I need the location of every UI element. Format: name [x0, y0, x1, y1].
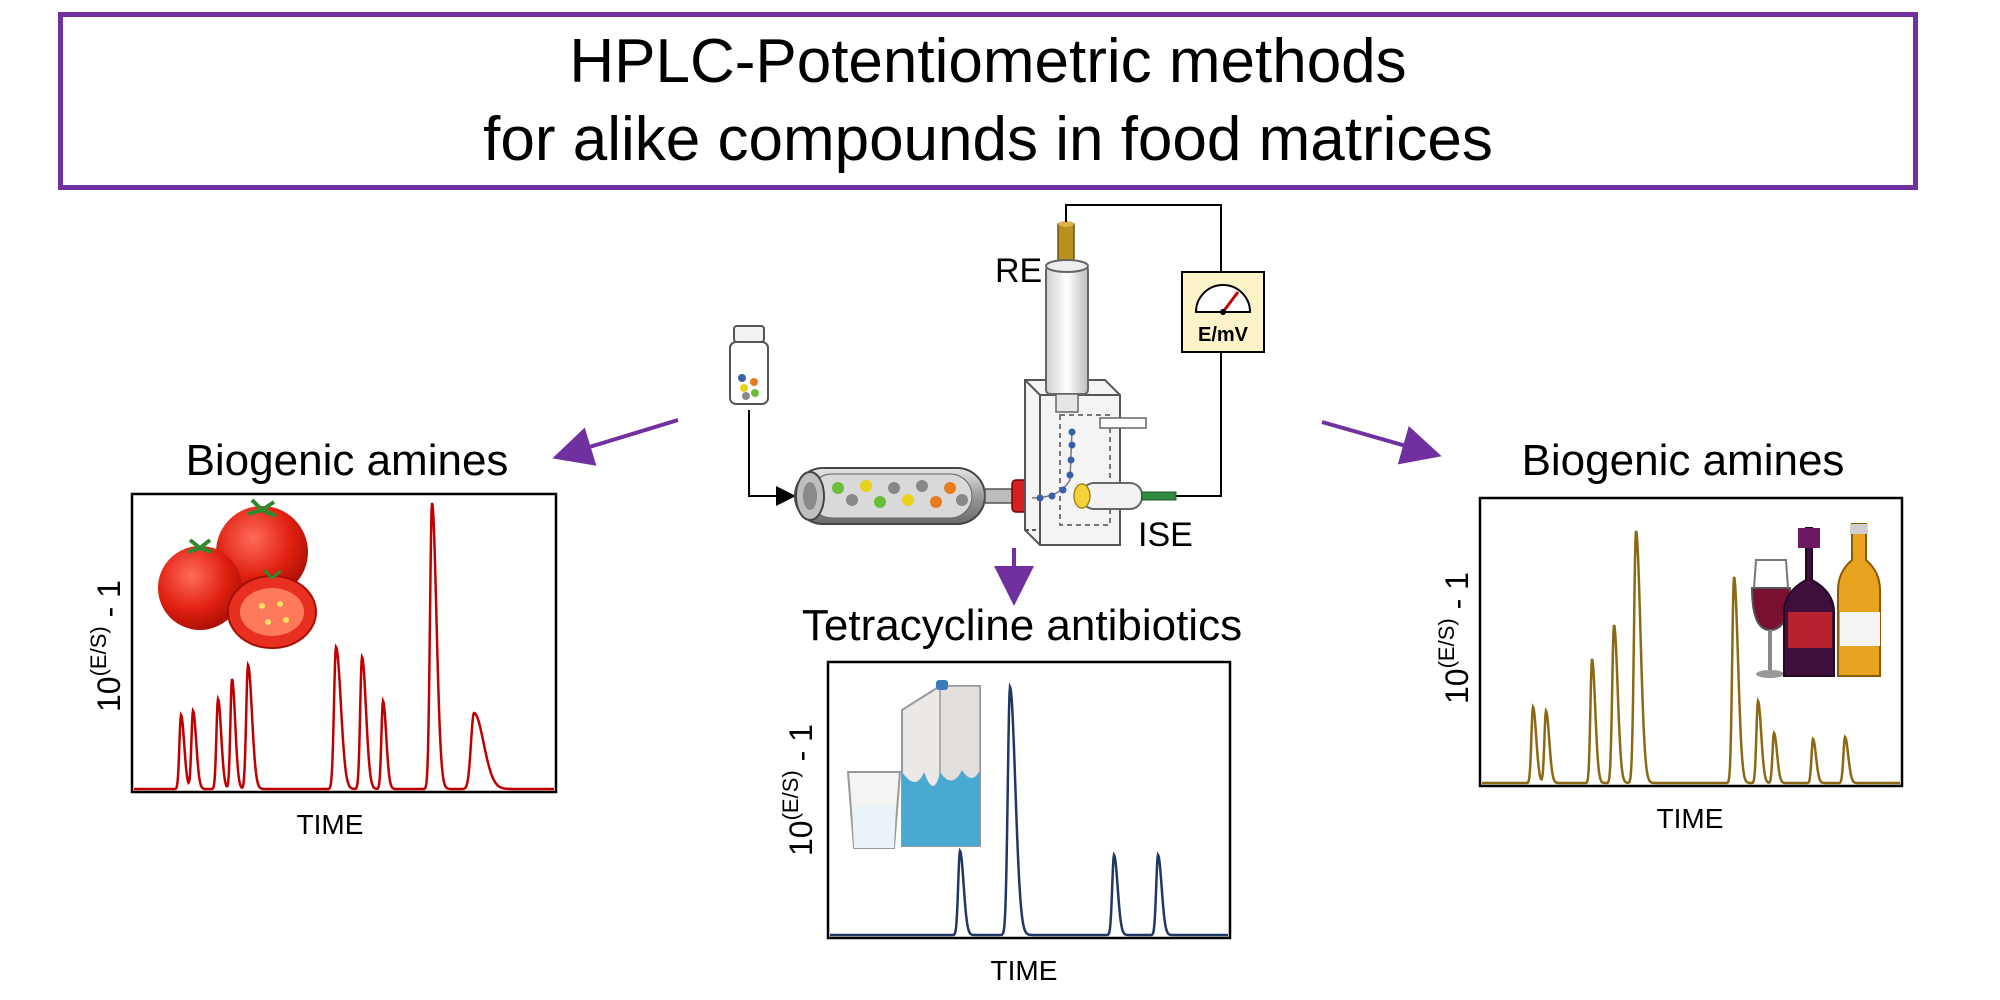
right-ylabel: 10(E/S) - 1 — [1434, 572, 1475, 704]
ion-selective-electrode-icon — [1073, 482, 1177, 510]
right-ylabel-exponent: (E/S) — [1434, 618, 1459, 668]
ion-selective-electrode-label: ISE — [1138, 516, 1193, 554]
left-ylabel-exponent: (E/S) — [86, 626, 111, 676]
center-xlabel: TIME — [991, 955, 1058, 986]
right-ylabel-base: 10 — [1439, 668, 1475, 704]
arrow-to-right-panel — [1321, 420, 1442, 465]
milk-icon — [846, 680, 981, 849]
reference-electrode-label: RE — [995, 252, 1042, 290]
center-panel-heading: Tetracycline antibiotics — [802, 601, 1242, 650]
tomatoes-icon — [158, 498, 317, 649]
center-ylabel-tail: - 1 — [783, 724, 819, 770]
center-panel: Tetracycline antibiotics TIME 10(E/S) - … — [778, 601, 1242, 986]
right-xlabel: TIME — [1657, 803, 1724, 834]
left-ylabel: 10(E/S) - 1 — [86, 580, 127, 712]
hplc-setup: E/mV RE ISE — [729, 204, 1265, 554]
center-ylabel-exponent: (E/S) — [778, 770, 803, 820]
hplc-column-icon — [794, 467, 1031, 525]
wine-and-beer-icon — [1750, 523, 1881, 678]
left-xlabel: TIME — [297, 809, 364, 840]
left-ylabel-tail: - 1 — [91, 580, 127, 626]
title-line-2: for alike compounds in food matrices — [483, 105, 1493, 174]
left-chromatogram-trace — [134, 502, 554, 791]
reference-electrode-icon — [1045, 221, 1089, 413]
center-ylabel: 10(E/S) - 1 — [778, 724, 819, 856]
arrow-to-left-panel — [552, 418, 679, 466]
sample-vial-icon — [729, 325, 769, 405]
right-ylabel-tail: - 1 — [1439, 572, 1475, 618]
left-panel: Biogenic amines TIME 10(E/S) - 1 — [86, 436, 558, 840]
center-ylabel-base: 10 — [783, 820, 819, 856]
right-panel-heading: Biogenic amines — [1522, 436, 1845, 485]
right-chromatogram-trace — [1482, 530, 1900, 785]
center-chromatogram-trace — [830, 682, 1228, 937]
title-box: HPLC-Potentiometric methods for alike co… — [58, 12, 1918, 190]
left-panel-heading: Biogenic amines — [186, 436, 509, 485]
right-panel: Biogenic amines TIME 10(E/S) - 1 — [1434, 436, 1904, 834]
meter-label: E/mV — [1198, 324, 1249, 346]
flow-cell-icon — [1024, 379, 1147, 546]
title-line-1: HPLC-Potentiometric methods — [569, 27, 1407, 96]
left-ylabel-base: 10 — [91, 676, 127, 712]
potentiometer-meter-icon — [1181, 271, 1265, 353]
